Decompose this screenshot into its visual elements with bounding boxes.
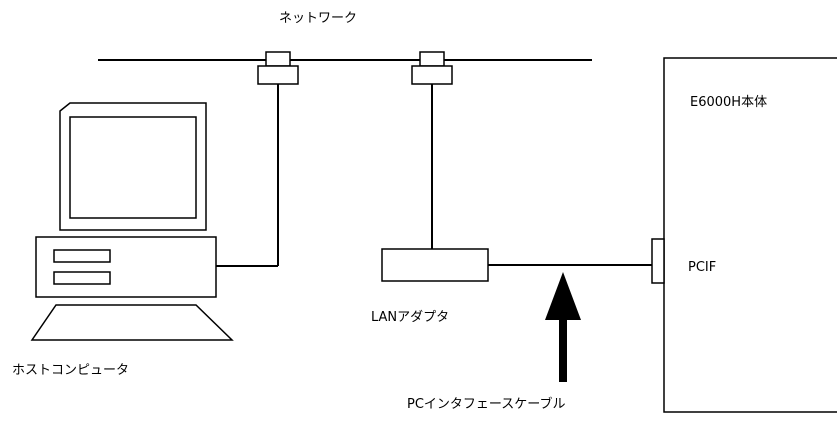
network-tap-lan	[411, 51, 453, 85]
keyboard-icon	[30, 304, 234, 341]
lan-adapter-box	[381, 248, 489, 282]
host-computer-label: ホストコンピュータ	[12, 363, 130, 378]
cable-label: PCインタフェースケーブル	[407, 397, 566, 412]
network-tap-host	[257, 51, 299, 85]
computer-base-icon	[35, 236, 217, 298]
network-label: ネットワーク	[279, 11, 358, 26]
e6000h-label: E6000H本体	[690, 95, 768, 110]
e6000h-unit-outline	[663, 57, 837, 413]
pcif-connector	[651, 238, 665, 284]
pcif-label: PCIF	[688, 260, 717, 275]
computer-monitor-icon	[59, 102, 207, 231]
lan-adapter-label: LANアダプタ	[371, 310, 450, 325]
cable-arrow	[545, 272, 581, 382]
